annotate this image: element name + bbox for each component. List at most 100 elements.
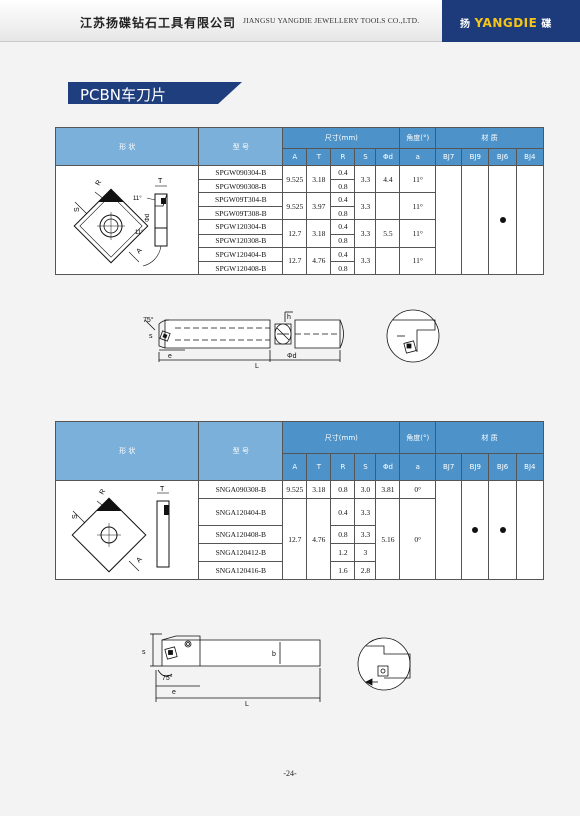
value-a: 11° <box>399 165 437 193</box>
subheader-bj4: BJ4 <box>515 453 545 481</box>
page-number: -24- <box>283 769 297 778</box>
subheader-bj4: BJ4 <box>515 148 545 166</box>
model-cell: SPGW120408-B <box>198 261 284 275</box>
company-name-en: JIANGSU YANGDIE JEWELLERY TOOLS CO.,LTD. <box>243 16 420 25</box>
value-a: 11° <box>399 191 437 221</box>
label-S: S <box>72 514 79 519</box>
table-row: SPGW120404-B 12.7 4.76 0.4 3.3 11° <box>56 246 544 276</box>
subheader-bj9: BJ9 <box>461 453 490 481</box>
snga-insert-drawing: R S A T <box>71 486 170 573</box>
brand-text: 扬 YANGDIE 碟 <box>460 16 552 30</box>
table-row: SPGW09T304-B 9.525 3.97 0.4 3.3 11° <box>56 191 544 221</box>
table-row: SNGA120416-B 1.6 2.8 <box>56 561 544 580</box>
subheader-bj9: BJ9 <box>461 148 490 166</box>
spgw-insert-drawing: R S A T 11° Φd 11° <box>73 178 168 267</box>
label-s: s <box>149 333 153 340</box>
subheader-T: T <box>306 453 332 481</box>
value-d: 4.4 <box>375 165 401 193</box>
turning-tool-diagram: s 75° e L b <box>142 633 411 708</box>
svg-text:Φd: Φd <box>145 214 151 222</box>
table-row: SNGA120412-B 1.2 3 <box>56 543 544 562</box>
table-row: SNGA120404-B 12.7 4.76 0.4 3.3 5.16 0° <box>56 498 544 580</box>
section-title-text: PCBN车刀片 <box>80 86 167 104</box>
value-a: 11° <box>399 246 437 276</box>
value-A: 12.7 <box>282 498 308 580</box>
subheader-d: Φd <box>375 148 401 166</box>
svg-text:S: S <box>74 207 81 212</box>
table-row: R S A T 11° Φd 11° SPGW090304-B 9 <box>54 165 545 275</box>
value-S: 3.3 <box>354 191 377 221</box>
material-bj6 <box>488 480 517 580</box>
value-R: 1.2 <box>330 543 356 562</box>
value-A: 9.525 <box>282 165 308 193</box>
value-R: 0.4 <box>330 165 356 180</box>
value-R: 0.8 <box>330 179 356 193</box>
brand-logo: 扬 YANGDIE 碟 <box>442 0 580 42</box>
table-row: R S A T SNGA090308-B 9.525 3.18 0.8 3.0 … <box>54 480 545 580</box>
value-S: 3.3 <box>354 219 377 248</box>
subheader-bj7: BJ7 <box>435 148 463 166</box>
value-S: 3.0 <box>354 480 377 499</box>
value-R: 1.6 <box>330 561 356 580</box>
value-T: 4.76 <box>306 498 332 580</box>
label-angle: 75° <box>162 674 173 682</box>
value-R: 0.4 <box>330 191 356 208</box>
value-T: 3.97 <box>306 191 332 221</box>
subheader-T: T <box>306 148 332 166</box>
subheader-d: Φd <box>375 453 401 481</box>
svg-text:A: A <box>136 247 144 255</box>
value-a: 0° <box>399 480 437 499</box>
subheader-A: A <box>282 148 308 166</box>
label-e: e <box>168 353 172 360</box>
label-h: h <box>287 314 291 321</box>
model-cell: SNGA120412-B <box>198 543 284 562</box>
table-row: SPGW120408-B 0.8 <box>56 261 544 275</box>
material-bj7 <box>435 480 463 580</box>
page-header: 江苏扬碟钻石工具有限公司 JIANGSU YANGDIE JEWELLERY T… <box>0 0 580 42</box>
subheader-S: S <box>354 148 377 166</box>
model-cell: SPGW120308-B <box>198 233 284 248</box>
label-angle: 75° <box>143 316 154 324</box>
value-S: 3.3 <box>354 525 377 544</box>
label-A: A <box>136 556 144 564</box>
boring-bar-diagram: 75° s e L h Φd <box>143 309 440 370</box>
subheader-bj7: BJ7 <box>435 453 463 481</box>
value-d: 3.81 <box>375 480 401 499</box>
subheader-R: R <box>330 453 356 481</box>
header-angle: 角度(°) <box>399 127 437 149</box>
value-R: 0.4 <box>330 498 356 526</box>
header-angle: 角度(°) <box>399 421 437 454</box>
svg-text:R: R <box>95 179 104 187</box>
material-bj6 <box>488 165 517 275</box>
subheader-S: S <box>354 453 377 481</box>
value-S: 3.3 <box>354 246 377 276</box>
value-d <box>375 246 401 276</box>
material-bj4 <box>515 165 545 275</box>
subheader-a: a <box>399 453 437 481</box>
header-model: 型 号 <box>198 127 284 166</box>
model-cell: SNGA120404-B <box>198 498 284 526</box>
svg-text:11°: 11° <box>133 196 142 202</box>
value-A: 12.7 <box>282 219 308 248</box>
label-e: e <box>172 689 176 696</box>
label-b: b <box>272 651 276 658</box>
value-R: 0.4 <box>330 246 356 263</box>
material-bj4 <box>515 480 545 580</box>
label-L: L <box>245 701 249 708</box>
model-cell: SPGW09T304-B <box>198 191 284 208</box>
snga-spec-table: 形 状 型 号 尺寸(mm) 角度(°) 材 质 A T R S Φd a BJ… <box>54 421 545 580</box>
subheader-a: a <box>399 148 437 166</box>
value-R: 0.8 <box>330 261 356 275</box>
value-S: 3.3 <box>354 498 377 526</box>
table-row: SPGW120304-B 12.7 3.18 0.4 3.3 5.5 11° <box>56 219 544 248</box>
company-name-cn: 江苏扬碟钻石工具有限公司 <box>80 16 237 30</box>
section-title: PCBN车刀片 <box>68 82 242 104</box>
material-bj9 <box>461 165 490 275</box>
value-A: 9.525 <box>282 191 308 221</box>
value-T: 3.18 <box>306 219 332 248</box>
value-R: 0.8 <box>330 206 356 221</box>
value-T: 4.76 <box>306 246 332 276</box>
header-material: 材 质 <box>435 127 544 149</box>
label-L: L <box>255 363 259 370</box>
header-material: 材 质 <box>435 421 544 454</box>
